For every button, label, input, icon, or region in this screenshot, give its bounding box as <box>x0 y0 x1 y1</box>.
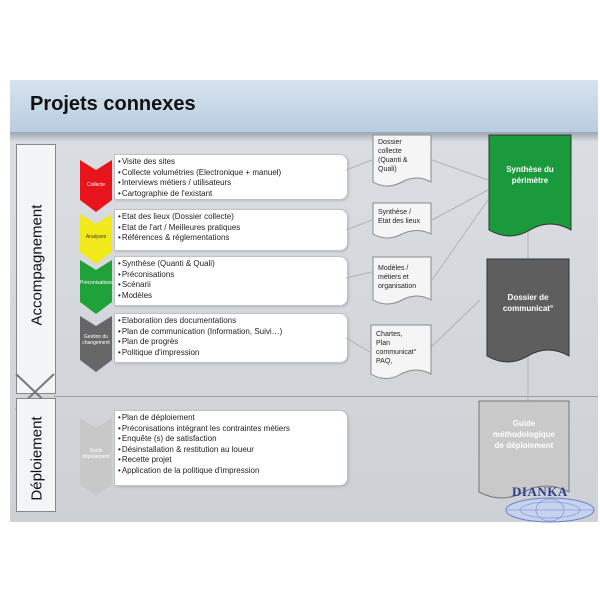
doc-line: Etat des lieux <box>378 218 421 225</box>
phase-card-analyses: Etat des lieux (Dossier collecte) Etat d… <box>114 209 348 251</box>
doc-line: communicat° <box>376 349 417 356</box>
globe-icon <box>505 497 595 523</box>
list-item: Recette projet <box>118 455 347 466</box>
list-item: Références & réglementations <box>118 233 347 244</box>
doc-line: PAQ, <box>376 358 393 365</box>
list-item: Préconisations intégrant les contraintes… <box>118 424 347 435</box>
page-title: Projets connexes <box>30 93 196 115</box>
doc-line: Plan <box>376 340 391 347</box>
list-item: Politique d'impression <box>118 348 347 359</box>
dianka-logo: DIANKA <box>502 484 598 524</box>
deliverable-line: Guide <box>512 419 536 428</box>
chevron-label: Collecte <box>86 182 106 188</box>
separator-line <box>54 396 598 397</box>
document-modeles: Modèles / métiers et organisation <box>372 256 432 308</box>
document-synthese-etat-lieux: Synthèse / Etat des lieux <box>372 202 432 242</box>
list-item: Interviews métiers / utilisateurs <box>118 178 347 189</box>
doc-line: Quali) <box>378 166 397 173</box>
chevron-preconisations: Préconisations <box>80 260 113 314</box>
chevron-analyses: Analyses <box>80 214 112 264</box>
doc-line: collecte <box>378 148 402 155</box>
title-bar: Projets connexes <box>10 80 598 132</box>
list-item: Préconisations <box>118 270 347 281</box>
doc-line: Dossier <box>378 139 402 146</box>
doc-line: métiers et <box>378 274 409 281</box>
list-item: Synthèse (Quanti & Quali) <box>118 259 347 270</box>
phase-card-guide-deploiement: Plan de déploiement Préconisations intég… <box>114 410 348 486</box>
list-item: Application de la politique d'impression <box>118 466 347 477</box>
slide: Projets connexes Accompagnement Déploiem… <box>10 80 598 522</box>
chevron-guide-deploiement: Guide déploiement <box>80 418 112 496</box>
accompagnement-bracket <box>16 144 56 394</box>
deliverable-guide-methodologique: Guide méthodologique de déploiement <box>478 400 570 504</box>
deliverable-line: Synthèse du <box>506 165 554 174</box>
list-item: Etat de l'art / Meilleures pratiques <box>118 223 347 234</box>
document-dossier-collecte: Dossier collecte (Quanti & Quali) <box>372 134 432 190</box>
deliverable-line: méthodologique <box>492 430 556 439</box>
deploiement-bracket <box>16 398 56 512</box>
deliverable-line: communicat° <box>502 304 554 313</box>
list-item: Plan de déploiement <box>118 413 347 424</box>
deliverable-dossier-communication: Dossier de communicat° <box>486 258 570 370</box>
list-item: Enquête (s) de satisfaction <box>118 434 347 445</box>
chevron-collecte: Collecte <box>80 160 112 212</box>
list-item: Visite des sites <box>118 157 347 168</box>
document-chartes: Chartes, Plan communicat° PAQ, <box>370 324 432 384</box>
phase-card-gestion-changement: Elaboration des documentations Plan de c… <box>114 313 348 363</box>
list-item: Scénarii <box>118 280 347 291</box>
list-item: Collecte volumétries (Electronique + man… <box>118 168 347 179</box>
doc-line: Synthèse / <box>378 209 412 216</box>
doc-line: Modèles / <box>378 265 409 272</box>
deliverable-line: de déploiement <box>494 441 554 450</box>
list-item: Modèles <box>118 291 347 302</box>
list-item: Etat des lieux (Dossier collecte) <box>118 212 347 223</box>
deliverable-line: Dossier de <box>507 293 549 302</box>
deliverable-line: périmètre <box>511 176 549 185</box>
phase-card-collecte: Visite des sites Collecte volumétries (E… <box>114 154 348 200</box>
chevron-label: Gestion du changement <box>82 334 110 346</box>
chevron-label: Guide déploiement <box>82 448 110 460</box>
title-shadow <box>10 132 598 142</box>
logo-text: DIANKA <box>512 484 568 499</box>
chevron-gestion-changement: Gestion du changement <box>80 316 112 372</box>
doc-line: (Quanti & <box>378 157 408 164</box>
list-item: Plan de communication (Information, Suiv… <box>118 327 347 338</box>
deliverable-synthese-perimetre: Synthèse du périmètre <box>488 134 572 244</box>
doc-line: Chartes, <box>376 331 403 338</box>
list-item: Désinstallation & restitution au loueur <box>118 445 347 456</box>
doc-line: organisation <box>378 283 417 290</box>
phase-card-preconisations: Synthèse (Quanti & Quali) Préconisations… <box>114 256 348 306</box>
chevron-label: Analyses <box>85 234 107 240</box>
list-item: Plan de progrès <box>118 337 347 348</box>
list-item: Elaboration des documentations <box>118 316 347 327</box>
list-item: Cartographie de l'existant <box>118 189 347 200</box>
connector-lines <box>345 159 529 402</box>
chevron-label: Préconisations <box>80 280 113 286</box>
